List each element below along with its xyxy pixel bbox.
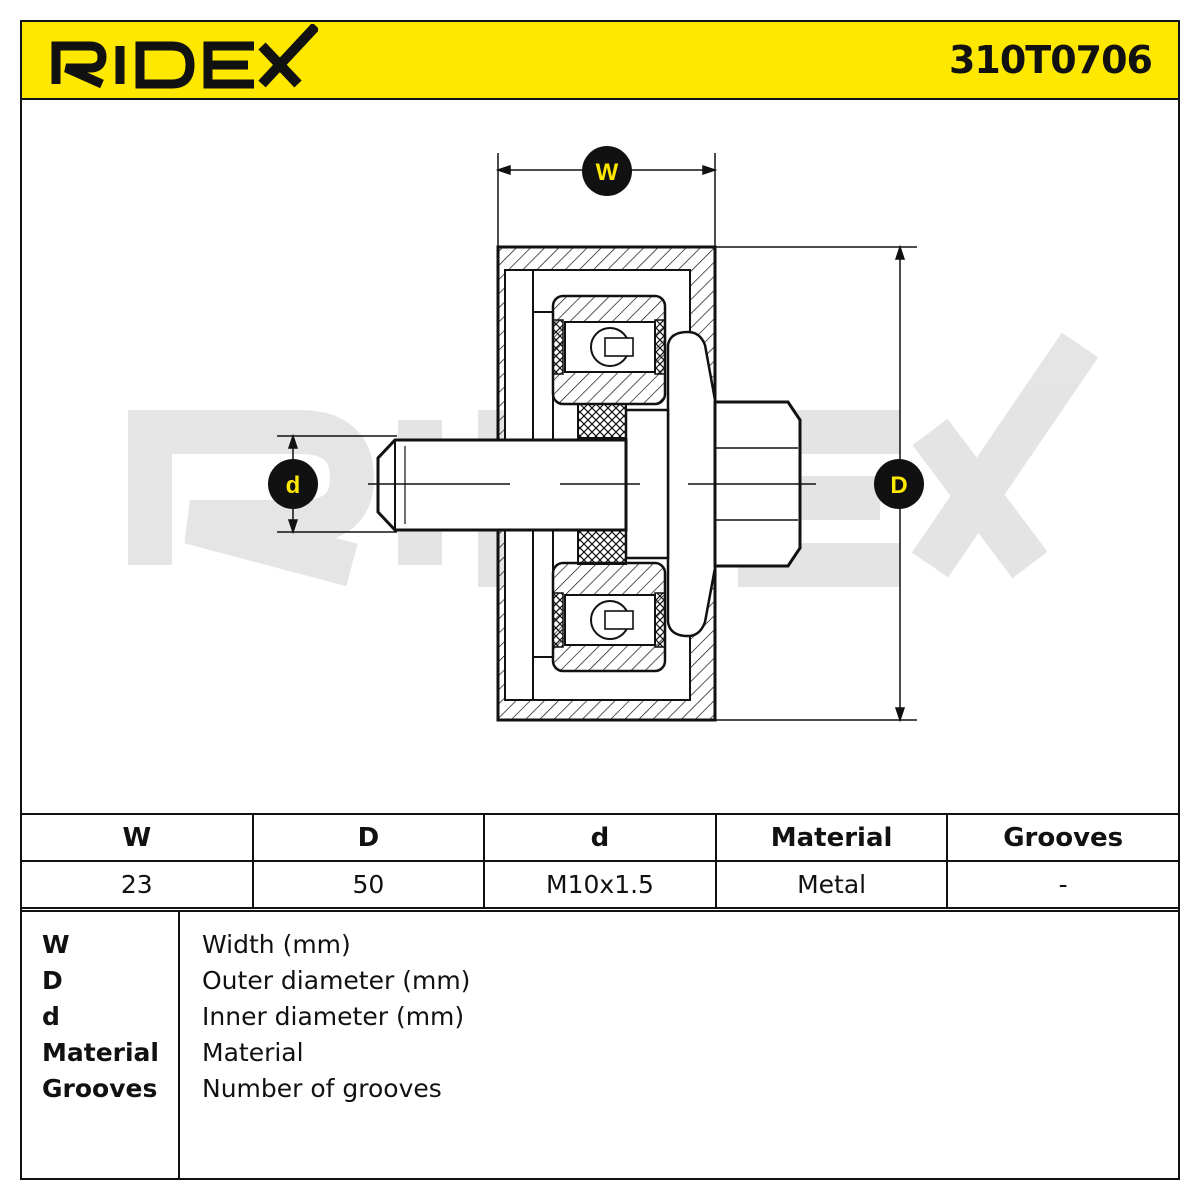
svg-text:W: W bbox=[596, 159, 619, 186]
legend-key: Material bbox=[42, 1038, 159, 1067]
legend-row: d Inner diameter (mm) bbox=[22, 1002, 1178, 1038]
spec-header-cell: Grooves bbox=[946, 813, 1180, 862]
legend-desc: Material bbox=[202, 1038, 304, 1067]
spec-header-cell: d bbox=[483, 813, 717, 862]
spec-value-cell: M10x1.5 bbox=[483, 860, 717, 909]
legend-row: W Width (mm) bbox=[22, 930, 1178, 966]
spec-value-row: 23 50 M10x1.5 Metal - bbox=[20, 860, 1180, 909]
part-number: 310T0706 bbox=[948, 38, 1153, 82]
legend-key: W bbox=[42, 930, 70, 959]
legend-desc: Outer diameter (mm) bbox=[202, 966, 471, 995]
legend-key: d bbox=[42, 1002, 60, 1031]
ridex-logo bbox=[51, 24, 318, 89]
spec-header-cell: D bbox=[251, 813, 486, 862]
legend-key: Grooves bbox=[42, 1074, 158, 1103]
legend-desc: Width (mm) bbox=[202, 930, 351, 959]
legend-row: Grooves Number of grooves bbox=[22, 1074, 1178, 1110]
svg-text:d: d bbox=[286, 472, 301, 499]
header-bar: 310T0706 bbox=[20, 20, 1180, 100]
legend-row: D Outer diameter (mm) bbox=[22, 966, 1178, 1002]
spec-header-row: W D d Material Grooves bbox=[20, 813, 1180, 862]
label-badge-w: W bbox=[582, 146, 632, 196]
legend-desc: Number of grooves bbox=[202, 1074, 442, 1103]
spec-table: W D d Material Grooves 23 50 M10x1.5 Met… bbox=[20, 813, 1180, 909]
spec-value-cell: 50 bbox=[251, 860, 486, 909]
technical-drawing: W d D bbox=[128, 146, 1099, 723]
spec-header-cell: W bbox=[20, 813, 254, 862]
legend-row: Material Material bbox=[22, 1038, 1178, 1074]
svg-text:D: D bbox=[890, 472, 907, 499]
legend-divider bbox=[178, 912, 180, 1178]
spec-value-cell: Metal bbox=[714, 860, 949, 909]
legend-box: W Width (mm) D Outer diameter (mm) d Inn… bbox=[20, 910, 1180, 1180]
legend-key: D bbox=[42, 966, 63, 995]
spec-value-cell: 23 bbox=[20, 860, 254, 909]
label-badge-d-small: d bbox=[268, 459, 318, 509]
label-badge-d-large: D bbox=[874, 459, 924, 509]
legend-desc: Inner diameter (mm) bbox=[202, 1002, 465, 1031]
spec-value-cell: - bbox=[946, 860, 1180, 909]
spec-header-cell: Material bbox=[714, 813, 949, 862]
